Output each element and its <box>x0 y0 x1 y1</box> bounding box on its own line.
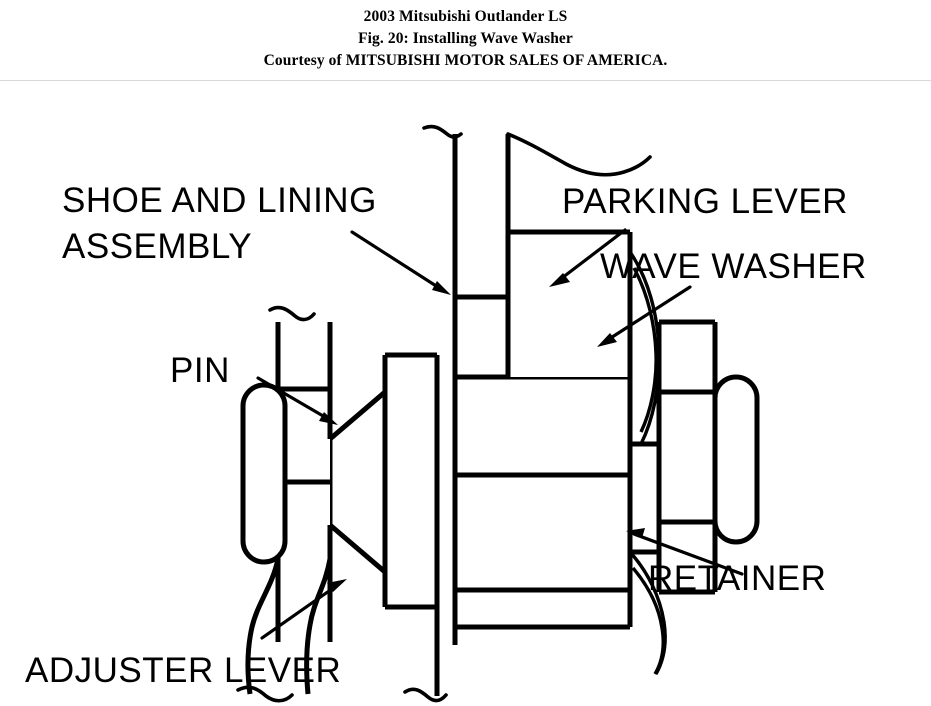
parking-lever-plate <box>422 124 652 300</box>
adjuster-lever-arm <box>236 558 333 703</box>
header-courtesy-line: Courtesy of MITSUBISHI MOTOR SALES OF AM… <box>263 52 668 69</box>
page-header: 2003 Mitsubishi Outlander LS Fig. 20: In… <box>0 0 931 72</box>
leader-pin <box>256 376 338 425</box>
label-adjuster-lever: ADJUSTER LEVER <box>25 651 341 690</box>
header-divider <box>0 80 931 81</box>
label-shoe-and-lining-assembly-line1: SHOE AND LINING <box>62 181 377 220</box>
brake-assembly-diagram: SHOE AND LINING ASSEMBLY PARKING LEVER W… <box>0 82 931 706</box>
parking-lever-boss <box>505 229 633 377</box>
callout-labels: SHOE AND LINING ASSEMBLY PARKING LEVER W… <box>25 181 867 690</box>
header-vehicle-title: 2003 Mitsubishi Outlander LS <box>363 8 568 25</box>
label-parking-lever: PARKING LEVER <box>562 182 848 221</box>
label-pin: PIN <box>170 351 230 390</box>
label-shoe-and-lining-assembly-line2: ASSEMBLY <box>62 227 252 266</box>
leader-wave-washer <box>597 285 692 347</box>
leader-parking-lever <box>549 228 627 287</box>
leader-retainer <box>626 528 744 576</box>
diagram-svg: SHOE AND LINING ASSEMBLY PARKING LEVER W… <box>25 124 867 703</box>
retainer-outer-capsule <box>712 374 760 545</box>
shoe-web-flange <box>382 352 448 703</box>
pin-capsule <box>240 382 288 565</box>
retainer-block <box>656 319 718 595</box>
callout-leaders <box>256 228 744 640</box>
leader-adjuster-lever <box>260 579 347 640</box>
header-figure-title: Fig. 20: Installing Wave Washer <box>358 30 573 47</box>
label-retainer: RETAINER <box>648 559 826 598</box>
cross-section-drawing <box>236 124 760 703</box>
central-hub <box>452 297 633 645</box>
leader-shoe-and-lining-assembly <box>350 230 451 295</box>
shoe-taper <box>327 390 387 574</box>
label-wave-washer: WAVE WASHER <box>600 247 867 286</box>
